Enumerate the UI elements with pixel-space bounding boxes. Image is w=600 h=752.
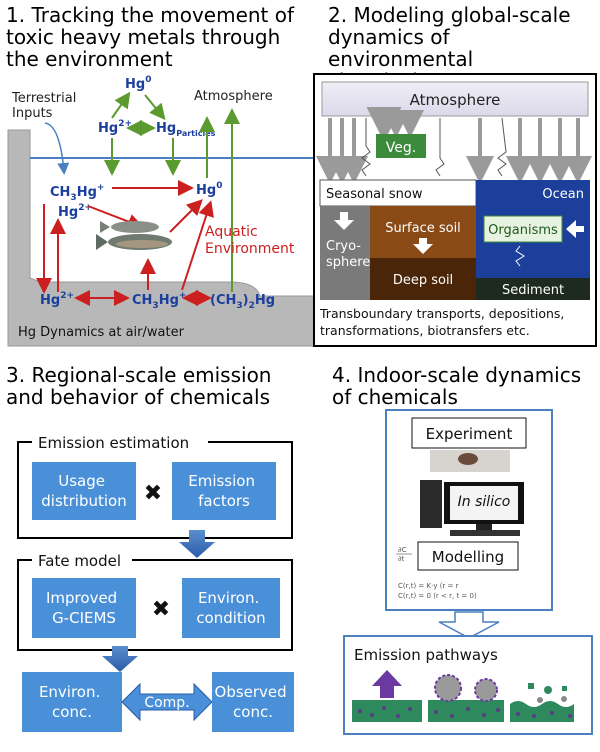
ocean-label: Ocean xyxy=(542,187,584,202)
hg-particles: HgParticles xyxy=(156,121,216,138)
improved-gciems-label: Improved G-CIEMS xyxy=(46,589,122,627)
svg-text:C(r,t) = 0 (r < r, t = 0): C(r,t) = 0 (r < r, t = 0) xyxy=(398,592,477,600)
fish-icon xyxy=(96,221,172,250)
panel1-hg-dynamics: Terrestrial Inputs Atmosphere Hg0 Hg2+ H… xyxy=(7,75,319,347)
atmosphere-box xyxy=(321,81,589,117)
organisms-arrow xyxy=(566,220,584,238)
red-arrow-bottom-to-hg0 xyxy=(181,200,214,291)
emission-factors-label: Emission factors xyxy=(188,472,260,510)
deep-soil-label: Deep soil xyxy=(393,273,453,288)
emission-estimation-title-bg xyxy=(32,431,208,453)
keyboard xyxy=(450,530,520,536)
zigzag-2 xyxy=(435,118,445,177)
fate-model-title: Fate model xyxy=(38,552,121,570)
terrestrial-input-arrow xyxy=(44,122,70,175)
zigzag-1 xyxy=(361,118,371,177)
experiment-sample xyxy=(458,453,478,465)
seasonal-snow-label: Seasonal snow xyxy=(326,187,423,202)
organisms-box xyxy=(483,215,563,243)
zigzag-3 xyxy=(497,117,507,177)
comp-label: Comp. xyxy=(144,695,189,711)
ch3hg-bottom: CH3Hg+ xyxy=(132,291,186,311)
deposition-arrows xyxy=(316,110,592,184)
hg0-mid: Hg0 xyxy=(196,181,222,198)
environ-conc-label: Environ. conc. xyxy=(39,683,105,721)
fate-model-title-bg xyxy=(32,549,132,571)
aquatic-environment-label: Aquatic Environment xyxy=(205,224,295,257)
panel3-heading: 3. Regional-scale emission and behavior … xyxy=(6,363,272,409)
observed-conc-label: Observed conc. xyxy=(215,683,292,721)
improved-gciems-box xyxy=(32,578,136,638)
in-silico-label: In silico xyxy=(458,494,511,510)
panel3-regional: Emission estimation Usage distribution ✖… xyxy=(17,431,294,732)
pathway-particle-icon xyxy=(428,674,504,722)
computer-tower xyxy=(420,480,442,528)
panel1-heading: 1. Tracking the movement of toxic heavy … xyxy=(6,3,295,71)
times-symbol-2: ✖ xyxy=(152,597,170,622)
panel2-caption: Transboundary transports, depositions, t… xyxy=(319,306,568,338)
ch3hg-mid: CH3Hg+ xyxy=(50,183,104,203)
modelling-label: Modelling xyxy=(432,548,504,566)
panel1-caption: Hg Dynamics at air/water xyxy=(18,325,185,340)
environ-conc-box xyxy=(22,672,122,732)
equation-image: ∂C ∂t C(r,t) = K·y (r = r C(r,t) = 0 (r … xyxy=(396,546,477,600)
environ-condition-box xyxy=(182,578,280,638)
cryo-arrow xyxy=(334,212,354,230)
emission-estimation-title: Emission estimation xyxy=(38,434,189,452)
red-arrow-fish-to-hg0 xyxy=(169,199,203,233)
sediment-box xyxy=(476,278,590,300)
ocean-zigzag xyxy=(515,245,525,267)
panel4-indoor: Experiment In silico ∂C ∂t C(r,t) = K·y … xyxy=(343,409,593,735)
times-symbol-1: ✖ xyxy=(144,481,162,506)
svg-text:∂C: ∂C xyxy=(398,546,407,554)
panel4-heading: 4. Indoor-scale dynamics of chemicals xyxy=(332,363,582,409)
usage-distribution-label: Usage distribution xyxy=(41,472,126,510)
flow-arrow-1 xyxy=(179,530,215,558)
environ-condition-label: Environ. condition xyxy=(196,589,265,627)
hg2-top: Hg2+ xyxy=(98,119,132,136)
hg2-mid: Hg2+ xyxy=(58,203,92,220)
terrestrial-inputs-label: Terrestrial Inputs xyxy=(11,91,80,121)
surface-soil-label: Surface soil xyxy=(385,221,461,236)
cryosphere-label: Cryo- sphere xyxy=(326,239,370,270)
organisms-label: Organisms xyxy=(488,223,558,238)
observed-conc-box xyxy=(212,672,294,732)
pathway-dust-icon xyxy=(510,683,574,722)
atmosphere-label: Atmosphere xyxy=(194,89,273,104)
monitor-stand xyxy=(476,524,492,530)
dimethylmercury: (CH3)2Hg xyxy=(210,293,275,311)
flow-arrow-2 xyxy=(102,646,138,672)
veg-box xyxy=(376,134,426,158)
modelling-box xyxy=(417,541,519,571)
soil-arrow xyxy=(413,238,433,254)
svg-text:C(r,t) = K·y (r = r: C(r,t) = K·y (r = r xyxy=(398,582,459,590)
deep-soil-box xyxy=(370,258,476,300)
green-arrow-hg2-to-hg0 xyxy=(111,91,131,119)
emission-pathways-label: Emission pathways xyxy=(354,646,498,664)
veg-label: Veg. xyxy=(386,140,416,156)
sediment-label: Sediment xyxy=(502,283,564,298)
experiment-box xyxy=(411,417,527,449)
experiment-label: Experiment xyxy=(426,425,513,443)
pathway-direct-icon xyxy=(352,670,422,722)
panel2-global-model: Atmosphere Veg. Seasonal snow Ocean xyxy=(313,73,597,347)
green-arrow-hg0-to-particles xyxy=(144,94,166,121)
monitor-screen xyxy=(450,486,518,520)
emission-factors-box xyxy=(172,462,276,520)
atmosphere-box-label: Atmosphere xyxy=(410,91,501,109)
hg2-bottom: Hg2+ xyxy=(40,291,74,308)
indoor-down-arrow xyxy=(438,611,500,639)
hg0-top: Hg0 xyxy=(125,75,151,92)
svg-text:∂t: ∂t xyxy=(398,555,405,563)
usage-distribution-box xyxy=(32,462,136,520)
seasonal-snow-box xyxy=(319,179,477,207)
